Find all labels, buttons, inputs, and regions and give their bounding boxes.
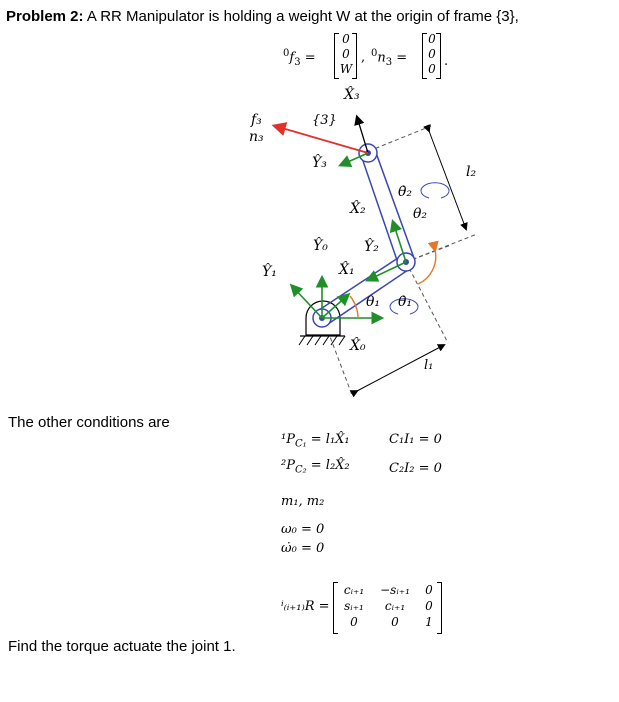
y1-axis bbox=[289, 283, 323, 319]
label-theta1: θ₁ bbox=[366, 294, 380, 310]
rotation-left-bracket bbox=[333, 582, 338, 634]
y3-axis bbox=[338, 152, 369, 167]
omega0-equation: ω₀ = 0 bbox=[281, 522, 325, 537]
x2-axis bbox=[389, 218, 407, 263]
l1-dash-joint bbox=[405, 261, 449, 344]
problem-text: A RR Manipulator is holding a weight W a… bbox=[83, 8, 519, 25]
l1-dimension bbox=[349, 344, 446, 398]
pc2-equation: ²PC₂ = l₂X̂₂ bbox=[281, 458, 350, 476]
f-vector-right-bracket bbox=[352, 33, 357, 79]
x1-axis bbox=[321, 292, 351, 319]
rot-cell-1-2: 0 bbox=[425, 599, 433, 613]
y2-axis bbox=[365, 261, 407, 282]
pc2-sub: C₂ bbox=[294, 464, 307, 476]
l2-dash-top bbox=[368, 125, 432, 152]
f-superscript: 0 bbox=[283, 48, 290, 59]
n-vector-1: 0 bbox=[428, 47, 436, 61]
theta1dot-arrow bbox=[389, 298, 419, 315]
rot-cell-1-0: sᵢ₊₁ bbox=[344, 599, 364, 613]
f-vector-2: W bbox=[339, 62, 353, 76]
rotation-lhs: ⁱ₍ᵢ₊₁₎R = bbox=[281, 599, 330, 614]
label-l1: l₁ bbox=[424, 358, 433, 373]
pc2-rhs: = l₂X̂₂ bbox=[306, 458, 350, 473]
label-x2: X̂₂ bbox=[349, 199, 366, 217]
find-instruction: Find the torque actuate the joint 1. bbox=[8, 638, 236, 655]
label-x0: X̂₀ bbox=[349, 336, 366, 354]
f-subscript: 3 bbox=[294, 56, 301, 68]
l2-dash-bottom bbox=[405, 233, 478, 263]
label-y2: Ŷ₂ bbox=[364, 237, 379, 255]
label-y0: Ŷ₀ bbox=[313, 236, 328, 254]
force-f3-arrow bbox=[271, 122, 369, 154]
rot-cell-2-0: 0 bbox=[350, 615, 358, 629]
rotation-right-bracket bbox=[437, 582, 442, 634]
rot-cell-1-1: cᵢ₊₁ bbox=[384, 599, 406, 613]
label-f3: f₃ bbox=[250, 112, 262, 128]
theta1-arc bbox=[349, 295, 359, 319]
label-theta1dot: θ̇₁ bbox=[398, 294, 412, 310]
problem-label: Problem 2: bbox=[6, 8, 84, 25]
n-vector-2: 0 bbox=[428, 62, 436, 76]
f-vector-left-bracket bbox=[334, 33, 339, 79]
n-symbol: n bbox=[377, 50, 386, 66]
rot-cell-2-2: 1 bbox=[425, 615, 433, 629]
rot-cell-0-0: cᵢ₊₁ bbox=[343, 583, 365, 597]
n-subscript: 3 bbox=[385, 56, 393, 68]
problem-statement: Problem 2: A RR Manipulator is holding a… bbox=[6, 8, 519, 25]
label-frame3: {3} bbox=[312, 113, 337, 128]
label-x3: X̂₃ bbox=[343, 85, 360, 103]
other-conditions-label: The other conditions are bbox=[8, 414, 170, 431]
comma: , bbox=[361, 50, 366, 65]
pc1-rhs: = l₁X̂₁ bbox=[306, 432, 350, 447]
label-l2: l₂ bbox=[466, 164, 476, 180]
force-equation: 0f3 = bbox=[283, 48, 316, 68]
theta2dot-arrow bbox=[420, 182, 450, 199]
period: . bbox=[444, 54, 449, 69]
label-n3: n₃ bbox=[249, 129, 264, 145]
label-theta2: θ₂ bbox=[413, 206, 427, 222]
theta2-arc bbox=[417, 240, 439, 285]
moment-equation: 0n3 = bbox=[371, 48, 408, 68]
label-y3: Ŷ₃ bbox=[312, 153, 327, 171]
rot-cell-0-1: −sᵢ₊₁ bbox=[380, 583, 410, 597]
f-vector-1: 0 bbox=[342, 47, 350, 61]
f-vector-0: 0 bbox=[342, 32, 350, 46]
pc1-lhs: ¹P bbox=[281, 432, 295, 447]
pc1-sub: C₁ bbox=[294, 438, 307, 450]
x3-axis bbox=[354, 114, 369, 154]
f-symbol: f bbox=[289, 50, 295, 66]
pc2-lhs: ²P bbox=[281, 458, 295, 473]
n-superscript: 0 bbox=[371, 48, 378, 59]
c1i1-equation: C₁I₁ = 0 bbox=[389, 432, 442, 447]
n-vector-0: 0 bbox=[428, 32, 436, 46]
rot-cell-2-1: 0 bbox=[391, 615, 399, 629]
l2-dimension bbox=[423, 123, 468, 231]
n-vector-right-bracket bbox=[436, 33, 441, 79]
rot-cell-0-2: 0 bbox=[425, 583, 433, 597]
pc1-equation: ¹PC₁ = l₁X̂₁ bbox=[281, 432, 350, 450]
omegadot0-equation: ω̇₀ = 0 bbox=[281, 541, 325, 556]
label-y1: Ŷ₁ bbox=[262, 262, 277, 280]
c2i2-equation: C₂I₂ = 0 bbox=[389, 461, 442, 476]
n-vector-left-bracket bbox=[422, 33, 427, 79]
masses: m₁, m₂ bbox=[281, 494, 325, 509]
label-theta2dot: θ̇₂ bbox=[398, 184, 412, 200]
ground-hatch bbox=[298, 335, 346, 346]
label-x1: X̂₁ bbox=[338, 260, 355, 278]
